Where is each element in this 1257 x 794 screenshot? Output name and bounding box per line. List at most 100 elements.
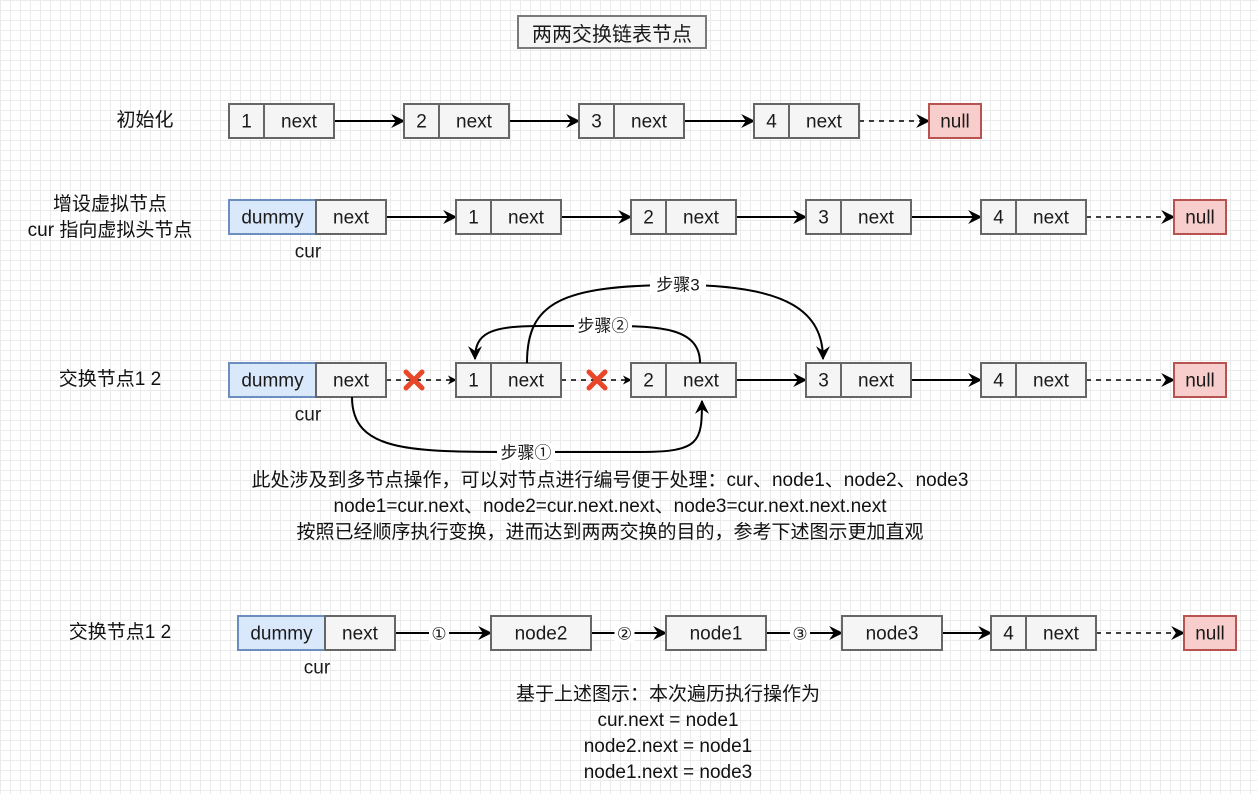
list-node-dummy: dummy next [228, 362, 387, 398]
note-line: node2.next = node1 [583, 736, 753, 757]
node-value: 2 [643, 371, 654, 392]
row-label-swap: 交换节点1 2 [40, 367, 180, 393]
node-value: 4 [1003, 624, 1014, 645]
node-box [490, 615, 592, 651]
label-line: 初始化 [116, 110, 174, 131]
node-value: dummy [241, 371, 304, 392]
node-next-cell [1025, 615, 1097, 651]
node-next-cell [788, 103, 860, 139]
node-box [841, 615, 943, 651]
null-label: null [1185, 371, 1215, 392]
list-node-node: 3 next [805, 362, 912, 398]
node-next-label: next [1033, 208, 1070, 229]
list-node-node: 4 next [990, 615, 1097, 651]
node-value: 4 [993, 371, 1004, 392]
node-next-label: next [806, 112, 843, 133]
note-line: node1.next = node3 [583, 762, 753, 783]
null-box [1173, 362, 1227, 398]
node-next-cell [438, 103, 510, 139]
node-next-label: next [456, 112, 493, 133]
node-next-cell [315, 199, 387, 235]
node-value-cell [455, 362, 492, 398]
node-next-label: next [508, 371, 545, 392]
node-value-cell [630, 199, 667, 235]
list-node-null: null [928, 103, 982, 139]
node-value: 1 [241, 112, 252, 133]
list-node-single: node3 [841, 615, 943, 651]
node-value-cell [805, 362, 842, 398]
operations-note: 基于上述图示：本次遍历执行操作为 cur.next = node1 node2.… [418, 682, 918, 786]
null-label: null [1195, 624, 1225, 645]
list-node-single: node1 [665, 615, 767, 651]
node-next-label: next [1043, 624, 1080, 645]
step3-label: 步骤3 [656, 276, 699, 295]
node-label: node1 [690, 624, 743, 645]
label-line: 交换节点1 2 [58, 369, 162, 390]
list-node-node: 3 next [578, 103, 685, 139]
node-value: 2 [643, 208, 654, 229]
node-next-cell [840, 362, 912, 398]
step1-label: 步骤① [501, 444, 552, 463]
node-next-label: next [281, 112, 318, 133]
node-value-cell [753, 103, 790, 139]
node-next-cell [263, 103, 335, 139]
edge-step-label: ③ [792, 625, 807, 644]
cross-icon [586, 369, 608, 391]
node-next-cell [1015, 199, 1087, 235]
null-box [928, 103, 982, 139]
node-next-label: next [508, 208, 545, 229]
list-node-single: node2 [490, 615, 592, 651]
node-value-cell [455, 199, 492, 235]
note-line: cur.next = node1 [597, 710, 739, 731]
label-line: cur 指向虚拟头节点 [27, 220, 193, 241]
diagram-title: 两两交换链表节点 [517, 15, 707, 49]
node-value-cell [228, 199, 317, 235]
node-value: dummy [250, 624, 313, 645]
cross-mark [586, 369, 608, 391]
note-line: 按照已经顺序执行变换，进而达到两两交换的目的，参考下述图示更加直观 [296, 522, 924, 543]
label-line: 增设虚拟节点 [52, 194, 167, 215]
swap-steps: 步骤① 步骤② 步骤3 [351, 275, 830, 463]
node-value: 3 [818, 371, 829, 392]
list-node-node: 1 next [228, 103, 335, 139]
cross-icon [403, 369, 425, 391]
node-value: 4 [766, 112, 777, 133]
step3-arrow [526, 283, 830, 364]
node-next-cell [665, 362, 737, 398]
node-next-cell [490, 199, 562, 235]
step2-label: 步骤② [578, 317, 629, 336]
node-value: 3 [591, 112, 602, 133]
node-value: 4 [993, 208, 1004, 229]
node-value: 2 [416, 112, 427, 133]
cross-mark [403, 369, 425, 391]
explanation-note: 此处涉及到多节点操作，可以对节点进行编号便于处理：cur、node1、node2… [180, 468, 1040, 546]
edge-label-bg [429, 623, 449, 643]
node-next-label: next [631, 112, 668, 133]
node-next-label: next [683, 371, 720, 392]
list-node-node: 4 next [753, 103, 860, 139]
node-box [665, 615, 767, 651]
note-line: node1=cur.next、node2=cur.next.next、node3… [333, 496, 887, 517]
cur-label: cur [295, 405, 322, 426]
node-next-cell [490, 362, 562, 398]
node-next-cell [665, 199, 737, 235]
step-label-bg [574, 316, 632, 336]
row-label-init: 初始化 [80, 108, 210, 134]
edge-label-bg [790, 623, 810, 643]
node-value: 1 [468, 208, 479, 229]
null-label: null [940, 112, 970, 133]
node-value: dummy [241, 208, 304, 229]
node-label: node3 [866, 624, 919, 645]
step-label-bg [497, 443, 555, 463]
node-next-label: next [333, 371, 370, 392]
node-next-cell [1015, 362, 1087, 398]
node-next-label: next [858, 371, 895, 392]
note-line: 基于上述图示：本次遍历执行操作为 [515, 684, 820, 705]
node-value-cell [980, 362, 1017, 398]
